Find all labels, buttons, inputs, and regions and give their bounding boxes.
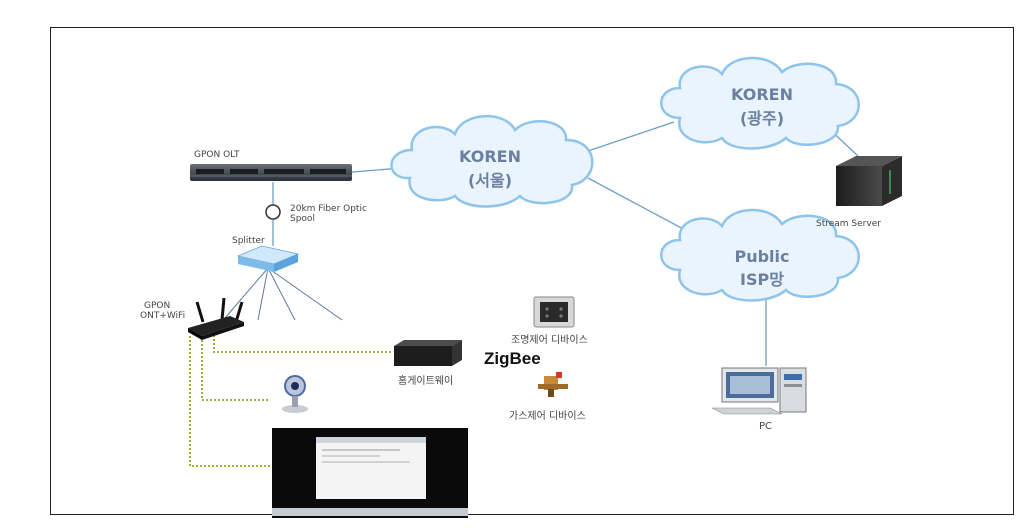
olt-rack-icon	[190, 164, 352, 181]
gas-valve-icon	[538, 372, 568, 397]
diagram-frame	[50, 27, 1014, 515]
webcam-icon	[282, 375, 308, 413]
cloud-gwangju-line1: KOREN	[731, 85, 793, 104]
lighting-panel-icon	[533, 296, 575, 328]
gas-device-label: 가스제어 디바이스	[509, 410, 586, 422]
splitter-icon	[236, 245, 300, 272]
cloud-seoul-line1: KOREN	[459, 147, 521, 166]
zigbee-label: ZigBee	[484, 349, 541, 368]
ont-label-line2: ONT+WiFi	[140, 311, 185, 321]
cloud-koren-gwangju: KOREN (광주)	[660, 56, 860, 150]
cloud-isp-line1: Public	[734, 247, 789, 266]
gateway-box-icon	[394, 340, 462, 366]
fiber-spool-icon	[265, 204, 281, 220]
splitter-branches	[224, 267, 343, 321]
lighting-device-label: 조명제어 디바이스	[511, 334, 588, 346]
ont-label-line1: GPON	[144, 301, 170, 311]
link-seoul-gwangju	[584, 121, 675, 153]
cloud-seoul-line2: (서울)	[468, 171, 512, 190]
server-icon	[836, 156, 902, 206]
fiber-label-line2: Spool	[290, 214, 315, 224]
fiber-label-line1: 20km Fiber Optic	[290, 204, 367, 214]
pc-label: PC	[759, 421, 772, 432]
cloud-isp-line2: ISP망	[740, 270, 784, 289]
cloud-gwangju-line2: (광주)	[740, 109, 784, 128]
cloud-public-isp: Public ISP망	[660, 208, 860, 302]
dotted-links	[189, 335, 392, 467]
monitor-screen-icon	[272, 428, 468, 518]
gpon-olt-label: GPON OLT	[194, 150, 240, 160]
splitter-label: Splitter	[232, 236, 265, 246]
wifi-router-icon	[188, 297, 244, 340]
cloud-koren-seoul: KOREN (서울)	[390, 115, 594, 208]
home-gateway-label: 홈게이트웨이	[398, 374, 453, 387]
pc-workstation-icon	[711, 367, 807, 415]
stream-server-label: Stream Server	[816, 219, 881, 229]
